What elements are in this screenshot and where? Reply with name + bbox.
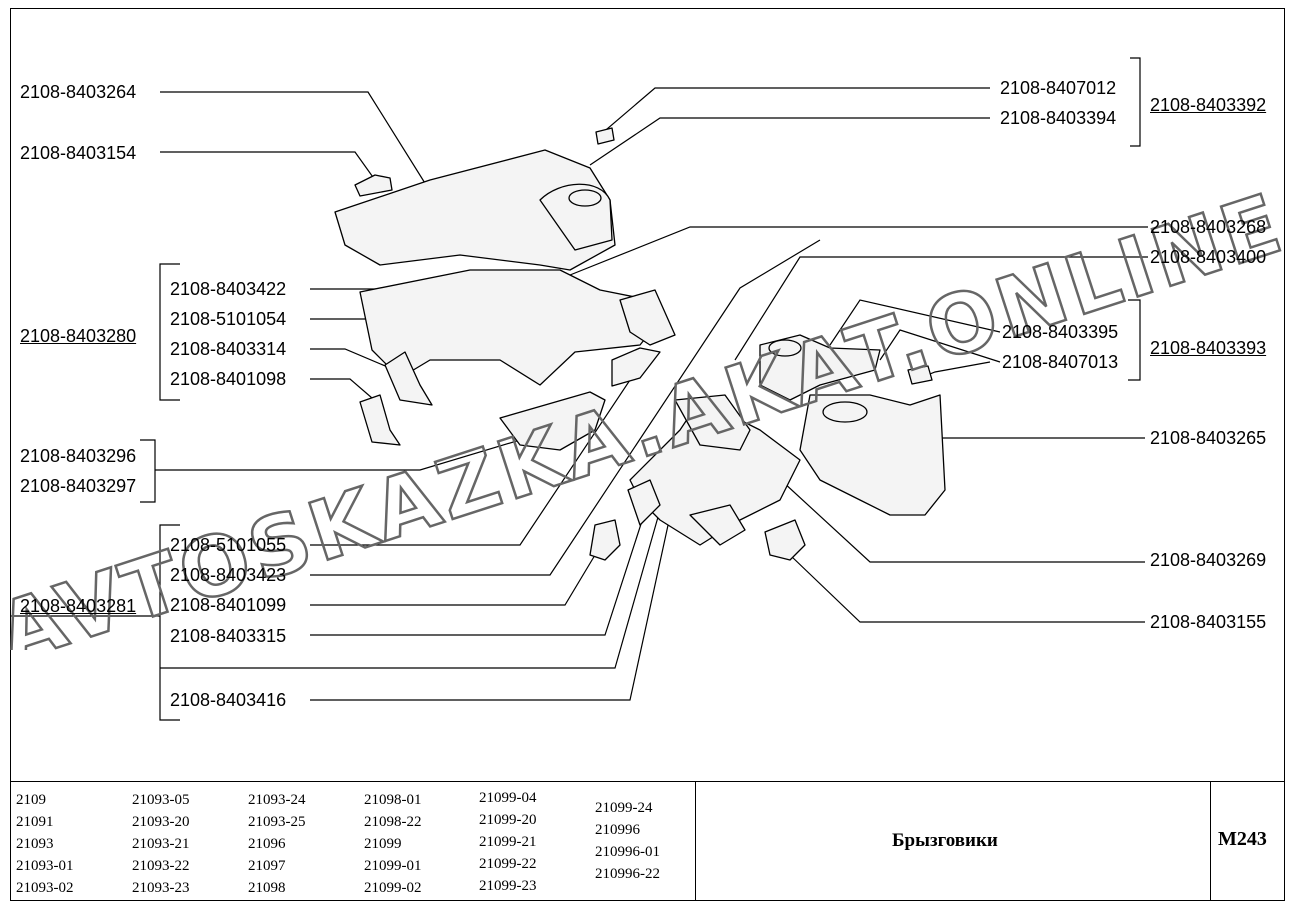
model-item: 21099-22 <box>479 856 537 872</box>
model-item: 21099-20 <box>479 812 537 828</box>
label-2108-8407013: 2108-8407013 <box>1002 352 1119 372</box>
label-2108-8403416: 2108-8403416 <box>170 690 287 710</box>
label-2108-8403155: 2108-8403155 <box>1150 612 1267 632</box>
model-item: 21093-25 <box>248 814 306 830</box>
model-item: 210996-01 <box>595 844 660 860</box>
model-item: 21093-05 <box>132 792 190 808</box>
label-2108-8403269: 2108-8403269 <box>1150 550 1267 570</box>
model-item: 21091 <box>16 814 54 830</box>
part-sketches <box>334 127 946 561</box>
part-8403314 <box>384 351 433 406</box>
model-item: 21093-23 <box>132 880 190 896</box>
title-block: 2109 21091 21093 21093-01 21093-02 21093… <box>10 781 1285 901</box>
model-item: 21099 <box>364 836 402 852</box>
part-8403416 <box>689 504 746 546</box>
label-2108-8403422: 2108-8403422 <box>170 279 287 299</box>
part-8401099 <box>589 519 621 561</box>
label-2108-8403154: 2108-8403154 <box>20 143 137 163</box>
label-2108-8403264: 2108-8403264 <box>20 82 137 102</box>
part-5101054 <box>619 289 676 346</box>
leader-lines <box>10 57 1148 721</box>
part-boss-right <box>822 401 868 423</box>
label-2108-8403393: 2108-8403393 <box>1150 338 1267 358</box>
label-2108-8403314: 2108-8403314 <box>170 339 287 359</box>
drawing-frame <box>10 8 1285 901</box>
part-5101055 <box>674 394 751 451</box>
part-8407013 <box>907 365 933 385</box>
model-item: 210996-22 <box>595 866 660 882</box>
part-8403155 <box>764 519 806 561</box>
model-item: 21099-02 <box>364 880 422 896</box>
label-2108-8403281: 2108-8403281 <box>20 596 137 616</box>
model-item: 21093 <box>16 836 54 852</box>
label-2108-8403400: 2108-8403400 <box>1150 247 1267 267</box>
label-2108-8403268: 2108-8403268 <box>1150 217 1267 237</box>
drawing-name: Брызговики <box>892 830 998 851</box>
model-item: 21093-01 <box>16 858 74 874</box>
label-2108-8403315: 2108-8403315 <box>170 626 287 646</box>
model-item: 21099-04 <box>479 790 537 806</box>
part-boss <box>568 189 602 207</box>
model-item: 21093-02 <box>16 880 74 896</box>
label-2108-8407012: 2108-8407012 <box>1000 78 1117 98</box>
label-2108-8403423: 2108-8403423 <box>170 565 287 585</box>
model-item: 21099-21 <box>479 834 537 850</box>
model-item: 2109 <box>16 792 46 808</box>
model-item: 210996 <box>595 822 640 838</box>
label-2108-8403280: 2108-8403280 <box>20 326 137 346</box>
label-2108-8403296: 2108-8403296 <box>20 446 137 466</box>
label-2108-8401098: 2108-8401098 <box>170 369 287 389</box>
model-item: 21097 <box>248 858 286 874</box>
drawing-code: M243 <box>1218 828 1267 850</box>
model-item: 21096 <box>248 836 286 852</box>
label-2108-5101054: 2108-5101054 <box>170 309 287 329</box>
label-2108-8403392: 2108-8403392 <box>1150 95 1267 115</box>
model-item: 21093-21 <box>132 836 190 852</box>
model-item: 21093-20 <box>132 814 190 830</box>
label-2108-8403395: 2108-8403395 <box>1002 322 1119 342</box>
model-item: 21099-01 <box>364 858 422 874</box>
model-list: 2109 21091 21093 21093-01 21093-02 21093… <box>10 782 696 900</box>
part-8403422 <box>611 347 661 387</box>
part-8403154 <box>354 174 393 197</box>
part-8403264 <box>334 149 616 271</box>
label-2108-8403265: 2108-8403265 <box>1150 428 1267 448</box>
model-item: 21093-24 <box>248 792 306 808</box>
part-boss-mid <box>768 339 802 357</box>
model-item: 21098 <box>248 880 286 896</box>
part-8401098 <box>359 394 401 446</box>
label-2108-8401099: 2108-8401099 <box>170 595 287 615</box>
name-cell: Брызговики <box>696 782 1211 900</box>
model-item: 21098-01 <box>364 792 422 808</box>
part-8403296 <box>499 391 606 451</box>
part-8407012 <box>595 127 615 145</box>
part-8403265 <box>799 394 946 516</box>
model-item: 21098-22 <box>364 814 422 830</box>
label-2108-5101055: 2108-5101055 <box>170 535 287 555</box>
label-2108-8403297: 2108-8403297 <box>20 476 137 496</box>
part-8403315 <box>627 479 661 526</box>
model-item: 21099-23 <box>479 878 537 894</box>
model-item: 21099-24 <box>595 800 653 816</box>
model-item: 21093-22 <box>132 858 190 874</box>
label-2108-8403394: 2108-8403394 <box>1000 108 1117 128</box>
